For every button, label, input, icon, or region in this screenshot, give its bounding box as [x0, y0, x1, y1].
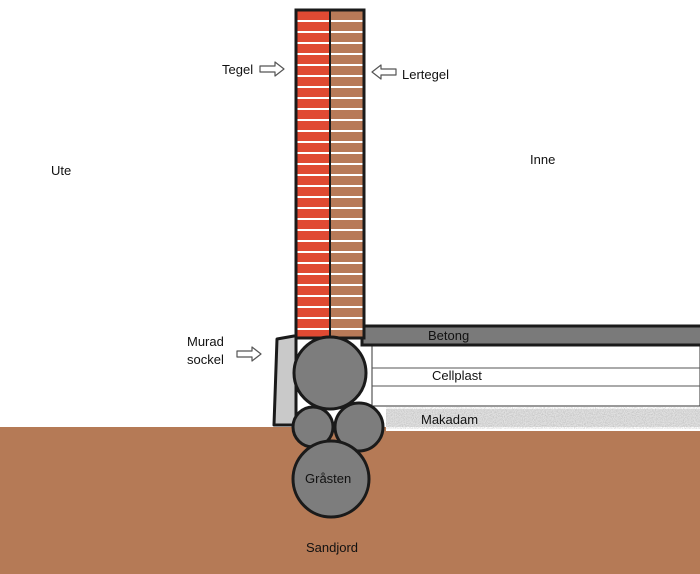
inside-label: Inne: [530, 152, 556, 167]
plinth-label-line2: sockel: [187, 352, 224, 367]
macadam-label: Makadam: [421, 412, 479, 427]
hollow-arrow-right-icon: [236, 346, 262, 362]
fieldstone-top: [292, 335, 368, 411]
fieldstone-middle-right: [333, 401, 385, 453]
concrete-label: Betong: [428, 328, 470, 343]
brick-wall: [294, 8, 366, 340]
macadam-layer: [386, 405, 700, 431]
soil-label: Sandjord: [306, 540, 359, 555]
fieldstone-foundation: [291, 335, 385, 519]
insulation-label: Cellplast: [432, 368, 482, 383]
fieldstone-bottom: [291, 439, 371, 519]
insulation-layer: [371, 345, 700, 407]
outside-label: Ute: [51, 163, 72, 178]
clay-brick-label: Lertegel: [402, 67, 449, 82]
fieldstone-label: Gråsten: [305, 471, 352, 486]
masonry-plinth: [272, 334, 298, 427]
brick-label: Tegel: [222, 62, 254, 77]
hollow-arrow-right-icon: [259, 61, 285, 77]
plinth-label-line1: Murad: [187, 334, 224, 349]
concrete-slab: [360, 324, 700, 347]
hollow-arrow-left-icon: [371, 64, 397, 80]
